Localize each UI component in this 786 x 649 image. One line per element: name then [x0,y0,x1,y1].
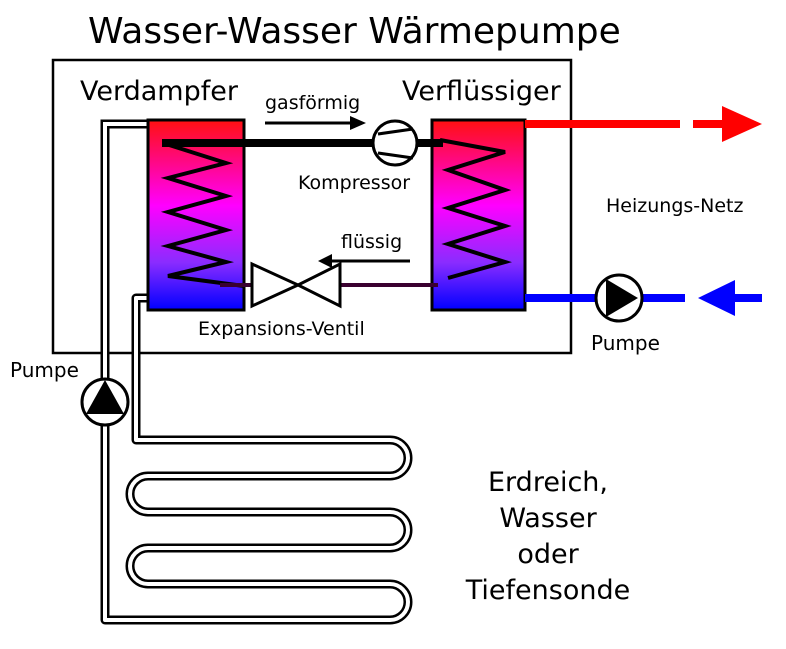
compressor-mark-bottom [377,151,414,160]
heating-network-label: Heizungs-Netz [606,195,744,217]
expansion-valve-left-icon [250,261,302,309]
condenser-label: Verflüssiger [402,76,561,107]
ground-loop [100,293,413,625]
expansion-valve-right-icon [294,261,342,309]
expansion-valve-label: Expansions-Ventil [198,318,365,340]
hot-supply-arrow-head [722,106,762,142]
ground-pipe-left [100,119,148,385]
gaseous-label: gasförmig [265,92,361,114]
ground-loop-core [103,296,410,622]
ground-source-line-1: Erdreich, [488,467,608,498]
cold-return-arrow-head [698,280,735,316]
housing-frame [51,58,573,355]
compressor-mark-top [377,127,414,136]
evaporator-label: Verdampfer [80,76,238,107]
pump-left-label: Pumpe [10,358,79,382]
condenser-coil [439,138,512,280]
liquid-flow-arrow-head [318,254,332,268]
evaporator-coil [160,142,245,288]
liquid-label: flüssig [341,231,403,253]
pump-right-triangle [606,279,638,317]
pump-left-triangle [86,380,124,414]
diagram-title: Wasser-Wasser Wärmepumpe [88,11,621,52]
gas-flow-arrow-head [350,116,366,130]
ground-source-line-3: oder [517,539,579,570]
ground-source-line-4: Tiefensonde [465,575,631,606]
ground-pipe-left-core [103,122,148,385]
pump-right-label: Pumpe [591,331,660,355]
ground-source-line-2: Wasser [499,503,597,534]
condenser-block [430,118,527,312]
compressor-label: Kompressor [298,172,411,194]
ground-source-label: Erdreich, Wasser oder Tiefensonde [398,465,698,609]
